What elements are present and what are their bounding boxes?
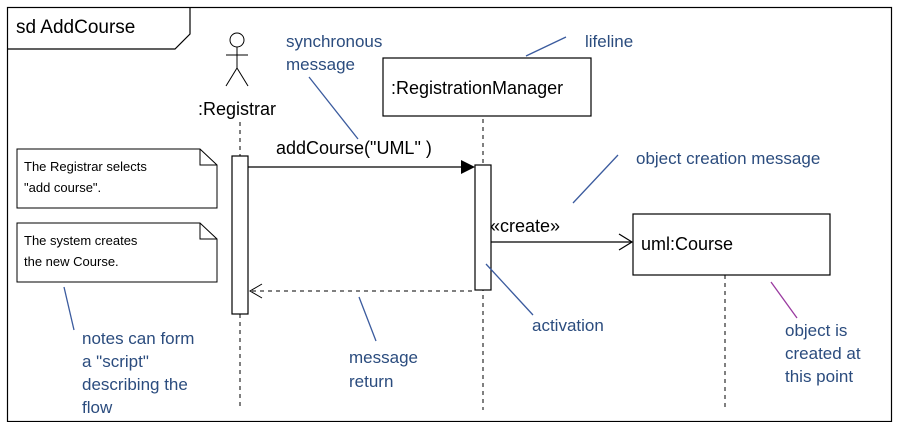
actor-name: :Registrar [198, 99, 276, 119]
annotation-object-created-2: created at [785, 344, 861, 363]
annotation-notes-pointer [63, 286, 75, 331]
frame-label-box [7, 7, 191, 50]
registration-manager-activation [474, 164, 492, 291]
annotation-synchronous-message-pointer [308, 76, 359, 140]
annotation-message-return-2: return [349, 372, 393, 391]
actor-icon [225, 32, 249, 87]
annotation-object-created-1: object is [785, 321, 847, 340]
annotation-object-created-pointer [770, 281, 798, 319]
note-2-shape [16, 222, 218, 283]
annotation-object-created-3: this point [785, 367, 853, 386]
annotation-lifeline-pointer [525, 36, 567, 57]
note-1-line-2: "add course". [24, 180, 101, 195]
create-message-label: «create» [490, 216, 560, 236]
annotation-synchronous-message-2: message [286, 55, 355, 74]
annotation-notes-2: a "script" [82, 352, 149, 371]
annotation-notes-1: notes can form [82, 329, 194, 348]
frame-label: sd AddCourse [16, 17, 135, 38]
note-1-line-1: The Registrar selects [24, 159, 147, 174]
annotation-notes-3: describing the [82, 375, 188, 394]
create-message-arrowhead [618, 233, 634, 251]
annotation-synchronous-message-1: synchronous [286, 32, 382, 51]
note-1-shape [16, 148, 218, 209]
note-2-line-1: The system creates [24, 233, 138, 248]
annotation-activation-pointer [485, 263, 534, 316]
annotation-object-creation-pointer [572, 154, 619, 204]
annotation-activation: activation [532, 316, 604, 335]
annotation-object-creation-message: object creation message [636, 149, 820, 168]
add-course-message-label: addCourse("UML" ) [276, 138, 432, 158]
note-2-line-2: the new Course. [24, 254, 119, 269]
annotation-message-return-pointer [358, 296, 377, 342]
course-label: uml:Course [641, 234, 733, 254]
return-message-arrowhead [249, 283, 263, 299]
registration-manager-box [382, 57, 592, 117]
annotation-message-return-1: message [349, 348, 418, 367]
registrar-activation [231, 155, 249, 315]
annotation-notes-4: flow [82, 398, 113, 417]
registration-manager-label: :RegistrationManager [391, 78, 563, 98]
add-course-message-arrowhead [461, 160, 475, 174]
annotation-lifeline: lifeline [585, 32, 633, 51]
course-box [632, 213, 831, 276]
